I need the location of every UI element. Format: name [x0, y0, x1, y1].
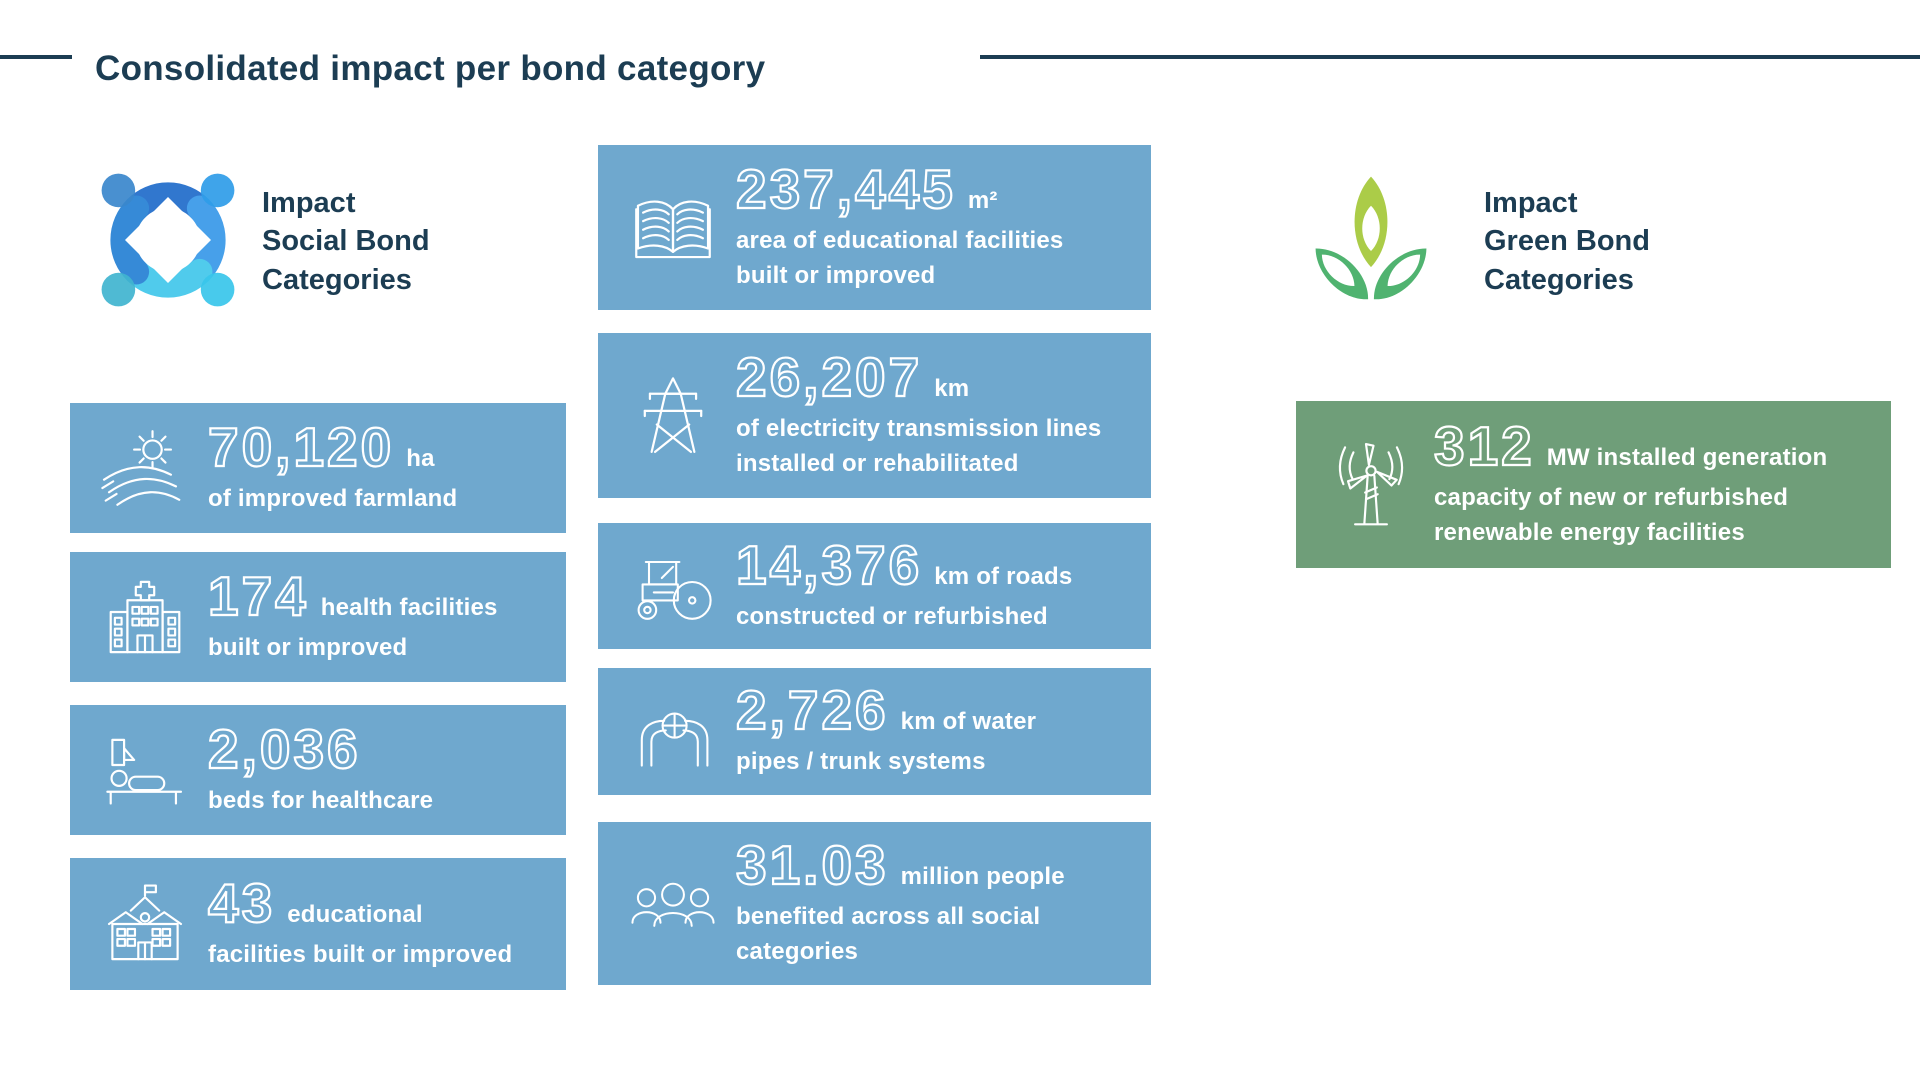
- heading-line: Green Bond: [1484, 225, 1650, 258]
- wind-turbine-icon: [1318, 438, 1424, 532]
- stat-desc: of electricity transmission lines: [736, 415, 1102, 443]
- card-text: 31.03 million people benefited across all…: [735, 837, 1151, 968]
- card-text: 26,207 km of electricity transmission lin…: [735, 349, 1151, 480]
- impact-card-health-facilities: 174 health facilities built or improved: [70, 552, 566, 682]
- card-text: 312 MW installed generation capacity of n…: [1433, 418, 1891, 549]
- stat-unit: m²: [967, 187, 998, 215]
- stat-unit: km: [934, 375, 970, 403]
- stat-value: 174: [207, 564, 309, 627]
- stat-unit: km of water: [900, 708, 1037, 736]
- people-icon: [620, 865, 726, 943]
- stat-desc: beds for healthcare: [208, 786, 434, 814]
- social-bond-logo: [88, 160, 248, 325]
- stat-desc: capacity of new or refurbished: [1434, 484, 1789, 512]
- impact-card-people-benefited: 31.03 million people benefited across all…: [598, 822, 1151, 985]
- road-roller-icon: [620, 546, 726, 626]
- impact-card-farmland: 70,120 ha of improved farmland: [70, 403, 566, 533]
- stat-desc: of improved farmland: [208, 484, 458, 512]
- impact-card-transmission-lines: 26,207 km of electricity transmission lin…: [598, 333, 1151, 498]
- stat-desc: constructed or refurbished: [736, 602, 1048, 630]
- card-text: 2,036 beds for healthcare: [207, 720, 566, 818]
- card-text: 237,445 m² area of educational facilities…: [735, 161, 1151, 292]
- stat-value: 237,445: [735, 158, 956, 221]
- open-book-icon: [620, 185, 726, 271]
- stat-value: 43: [207, 871, 276, 934]
- card-text: 2,726 km of water pipes / trunk systems: [735, 682, 1151, 779]
- card-text: 14,376 km of roads constructed or refurbi…: [735, 536, 1151, 634]
- social-bond-heading: Impact Social Bond Categories: [262, 184, 430, 299]
- heading-line: Categories: [262, 263, 412, 296]
- stat-desc: facilities built or improved: [208, 940, 513, 968]
- impact-card-water-pipes: 2,726 km of water pipes / trunk systems: [598, 668, 1151, 795]
- card-text: 43 educational facilities built or improv…: [207, 874, 566, 972]
- water-pipe-icon: [620, 692, 726, 772]
- green-bond-logo: [1298, 162, 1444, 313]
- impact-card-roads: 14,376 km of roads constructed or refurbi…: [598, 523, 1151, 649]
- hospital-bed-icon: [92, 728, 198, 812]
- hospital-icon: [92, 575, 198, 659]
- stat-unit: educational: [287, 900, 423, 928]
- stat-value: 31.03: [735, 834, 889, 897]
- impact-card-healthcare-beds: 2,036 beds for healthcare: [70, 705, 566, 835]
- green-bond-heading: Impact Green Bond Categories: [1484, 184, 1650, 299]
- heading-line: Impact: [1484, 187, 1578, 219]
- card-text: 70,120 ha of improved farmland: [207, 418, 566, 516]
- impact-card-renewable-energy: 312 MW installed generation capacity of n…: [1296, 401, 1891, 568]
- stat-value: 26,207: [735, 346, 923, 409]
- stat-value: 312: [1433, 415, 1535, 478]
- stat-desc: installed or rehabilitated: [736, 449, 1019, 477]
- school-icon: [92, 882, 198, 966]
- stat-value: 2,726: [735, 679, 889, 742]
- stat-desc: area of educational facilities: [736, 227, 1064, 255]
- card-text: 174 health facilities built or improved: [207, 567, 566, 665]
- stat-unit: ha: [406, 444, 435, 472]
- title-rule-right: [980, 55, 1920, 59]
- stat-desc: renewable energy facilities: [1434, 518, 1745, 546]
- stat-unit: health facilities: [320, 593, 498, 621]
- heading-line: Social Bond: [262, 225, 430, 258]
- heading-line: Impact: [262, 187, 356, 219]
- heading-line: Categories: [1484, 263, 1634, 296]
- stat-unit: million people: [900, 863, 1065, 891]
- transmission-tower-icon: [620, 373, 726, 459]
- stat-value: 2,036: [207, 717, 361, 780]
- stat-unit: km of roads: [934, 562, 1073, 590]
- stat-desc: built or improved: [736, 261, 936, 289]
- stat-desc: pipes / trunk systems: [736, 748, 986, 776]
- title-rule-left: [0, 55, 72, 59]
- sun-over-field-icon: [92, 426, 198, 510]
- impact-card-educational-facilities: 43 educational facilities built or improv…: [70, 858, 566, 990]
- stat-desc: built or improved: [208, 633, 408, 661]
- stat-value: 70,120: [207, 415, 395, 478]
- impact-card-educational-area: 237,445 m² area of educational facilities…: [598, 145, 1151, 310]
- stat-desc: categories: [736, 937, 859, 965]
- page-title: Consolidated impact per bond category: [95, 49, 766, 89]
- stat-unit: MW installed generation: [1546, 444, 1828, 472]
- stat-desc: benefited across all social: [736, 903, 1041, 931]
- stat-value: 14,376: [735, 533, 923, 596]
